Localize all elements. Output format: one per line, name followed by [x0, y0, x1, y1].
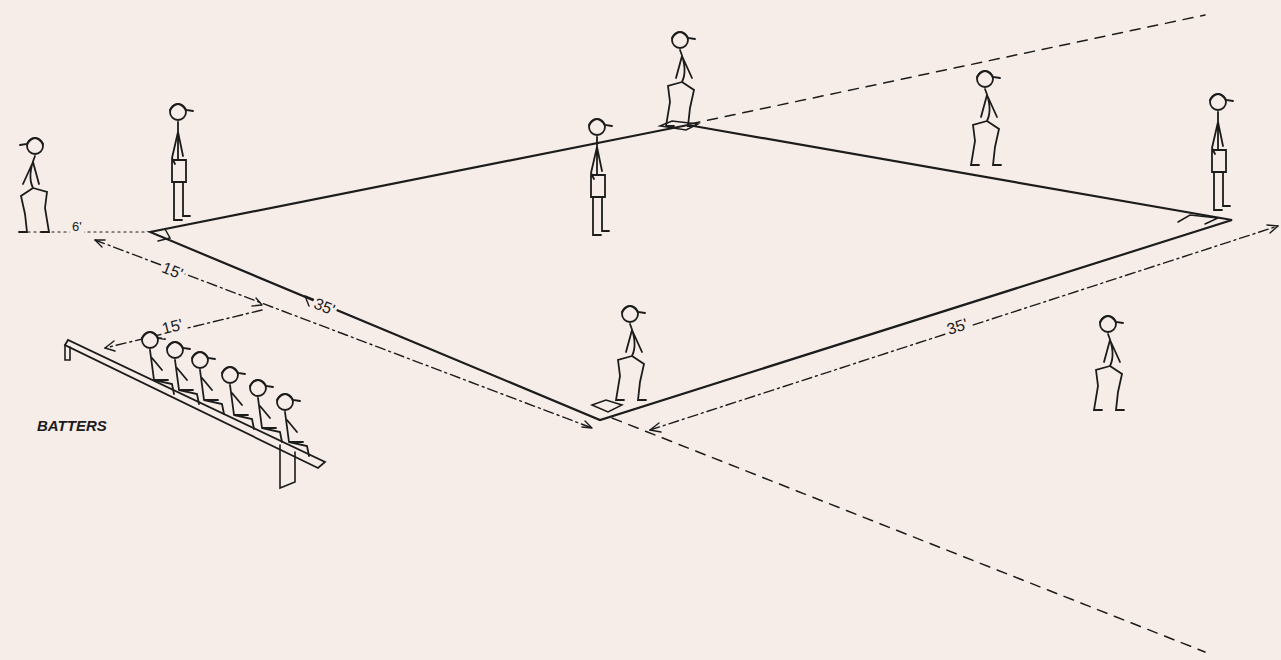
arrowhead [582, 421, 592, 428]
base [592, 400, 622, 412]
bench-leg [65, 345, 70, 360]
player-figure [1210, 94, 1233, 210]
player-figure [971, 71, 1001, 165]
foul-line [690, 15, 1205, 124]
base [1178, 215, 1218, 224]
player-figure [19, 138, 49, 232]
bench-leg [280, 445, 295, 488]
player-figure [250, 380, 282, 442]
dimension-label: 15' [158, 258, 188, 284]
dimension-label: 35' [943, 315, 972, 339]
player-figure [192, 352, 224, 414]
arrowhead [95, 240, 105, 247]
player-figure [142, 332, 174, 394]
arrowhead [252, 298, 262, 306]
home-plate [158, 229, 170, 241]
dimension-line [95, 240, 592, 428]
player-figure [616, 306, 646, 400]
bench [65, 340, 325, 468]
player-figure [167, 342, 199, 404]
diamond-outline [150, 125, 1232, 420]
foul-line [612, 418, 1205, 652]
dimension-line [105, 310, 262, 348]
dimension-label: 15' [158, 315, 186, 338]
arrowhead [105, 341, 115, 351]
player-figure [589, 119, 612, 235]
dimension-line [650, 226, 1278, 430]
player-figure [1094, 316, 1124, 410]
dimension-label: 6' [70, 220, 84, 234]
dimension-label: 35' [310, 294, 340, 320]
player-figure [666, 32, 696, 126]
arrowhead [650, 423, 661, 432]
arrowhead [1267, 225, 1278, 233]
player-figure [277, 394, 309, 456]
group-label: BATTERS [35, 418, 109, 435]
player-figure [170, 104, 193, 220]
player-figure [222, 367, 254, 429]
